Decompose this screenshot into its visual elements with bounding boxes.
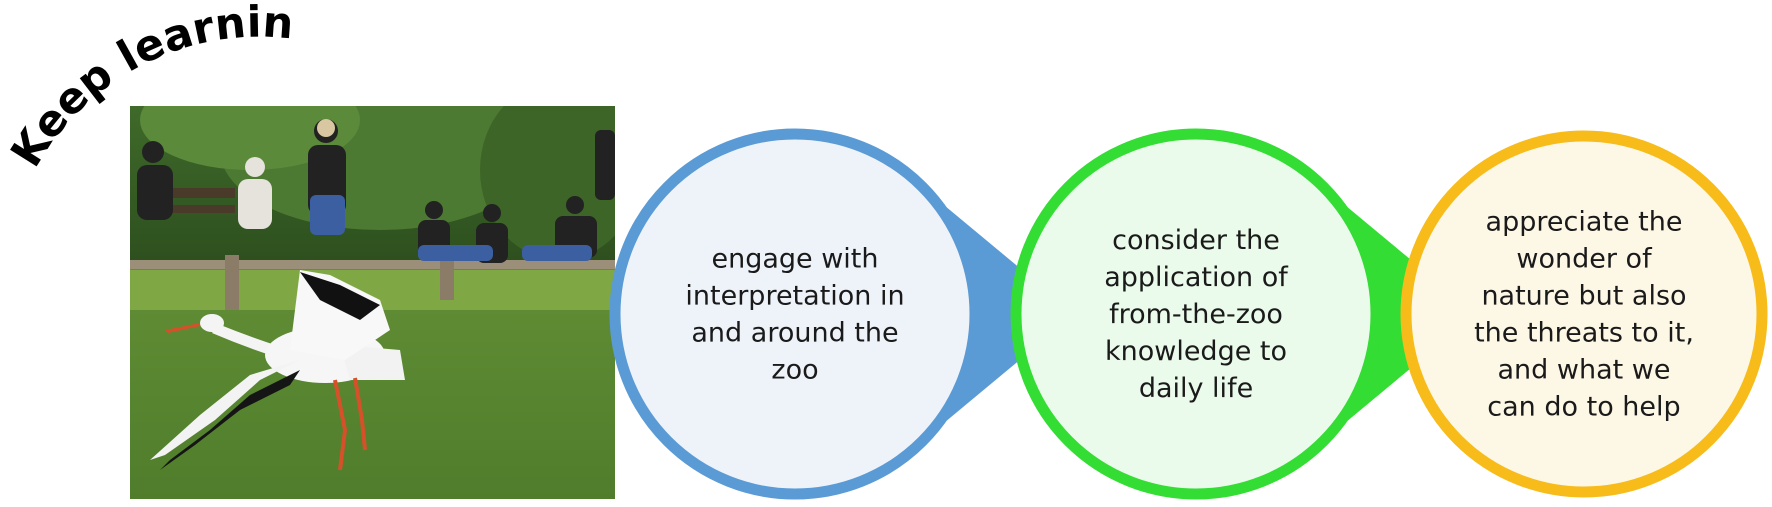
engage-step-line: engage with (711, 244, 878, 275)
consider-step-line: consider the (1112, 225, 1280, 256)
appreciate-step-circle (1400, 130, 1768, 498)
appreciate-step-text: appreciate the wonder of nature but also th… (1474, 207, 1694, 423)
consider-step-text: consider the application of from-the-zoo kn… (1104, 225, 1289, 404)
appreciate-step-line: can do to help (1487, 392, 1680, 423)
steps-flow: engage with interpretation in and around t… (609, 128, 1768, 500)
appreciate-step-line: wonder of (1516, 244, 1653, 275)
consider-step-circle (1010, 128, 1382, 500)
appreciate-step-group: appreciate the wonder of nature but also th… (1400, 130, 1768, 498)
appreciate-step-line: and what we (1498, 355, 1671, 386)
engage-step-line: and around the (691, 318, 898, 349)
engage-step-line: zoo (771, 355, 818, 386)
appreciate-step-line: nature but also (1481, 281, 1686, 312)
appreciate-step-line: appreciate the (1486, 207, 1683, 238)
consider-step-line: daily life (1139, 373, 1253, 404)
consider-step-line: from-the-zoo (1109, 299, 1283, 330)
consider-step-line: knowledge to (1105, 336, 1287, 367)
appreciate-step-line: the threats to it, (1474, 318, 1694, 349)
consider-step-group: consider the application of from-the-zoo kn… (1010, 128, 1476, 500)
engage-step-circle (609, 128, 981, 500)
stork-photo (130, 106, 615, 499)
consider-step-line: application of (1104, 262, 1289, 293)
engage-step-group: engage with interpretation in and around t… (609, 128, 1075, 500)
engage-step-text: engage with interpretation in and around t… (685, 244, 904, 386)
engage-step-line: interpretation in (685, 281, 904, 312)
